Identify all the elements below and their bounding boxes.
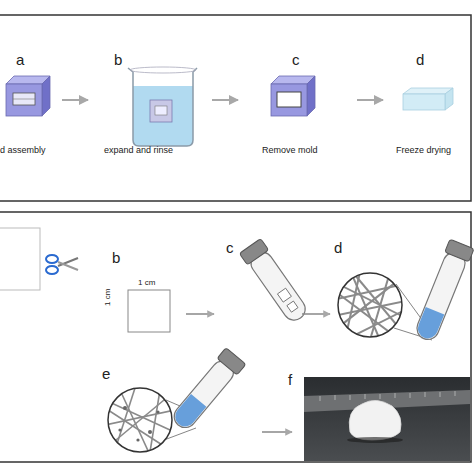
step-arrow [262, 431, 292, 433]
test-tube [412, 239, 474, 343]
sponge-photo [304, 377, 470, 461]
step-letter: d [334, 240, 342, 255]
step-arrow [62, 99, 88, 101]
step-letter: c [292, 52, 300, 67]
mold-icon [6, 76, 50, 116]
membrane-sheet [0, 228, 40, 290]
step-letter: b [112, 250, 120, 265]
test-tube [239, 239, 311, 326]
membrane-square [128, 290, 170, 332]
step-caption: Freeze drying [396, 146, 451, 155]
step-letter: e [102, 366, 110, 381]
step-arrow [212, 99, 238, 101]
dimension-label: 1 cm [104, 289, 112, 306]
mold-icon [271, 76, 315, 116]
test-tube [168, 348, 246, 434]
step-letter: a [16, 52, 24, 67]
step-letter: c [226, 240, 234, 255]
step-arrow [186, 313, 214, 315]
panel-frame [0, 15, 471, 201]
panel-frame [0, 212, 471, 462]
dimension-label: 1 cm [138, 279, 155, 287]
step-arrow [302, 313, 330, 315]
step-caption: expand and rinse [104, 146, 173, 155]
step-caption: d assembly [0, 146, 46, 155]
beaker-icon [128, 67, 197, 146]
step-arrow [357, 99, 383, 101]
step-caption: Remove mold [262, 146, 318, 155]
sponge-icon [403, 88, 453, 110]
scissors-icon [46, 255, 78, 274]
step-letter: f [288, 372, 292, 387]
step-letter: b [114, 52, 122, 67]
step-letter: d [416, 52, 424, 67]
